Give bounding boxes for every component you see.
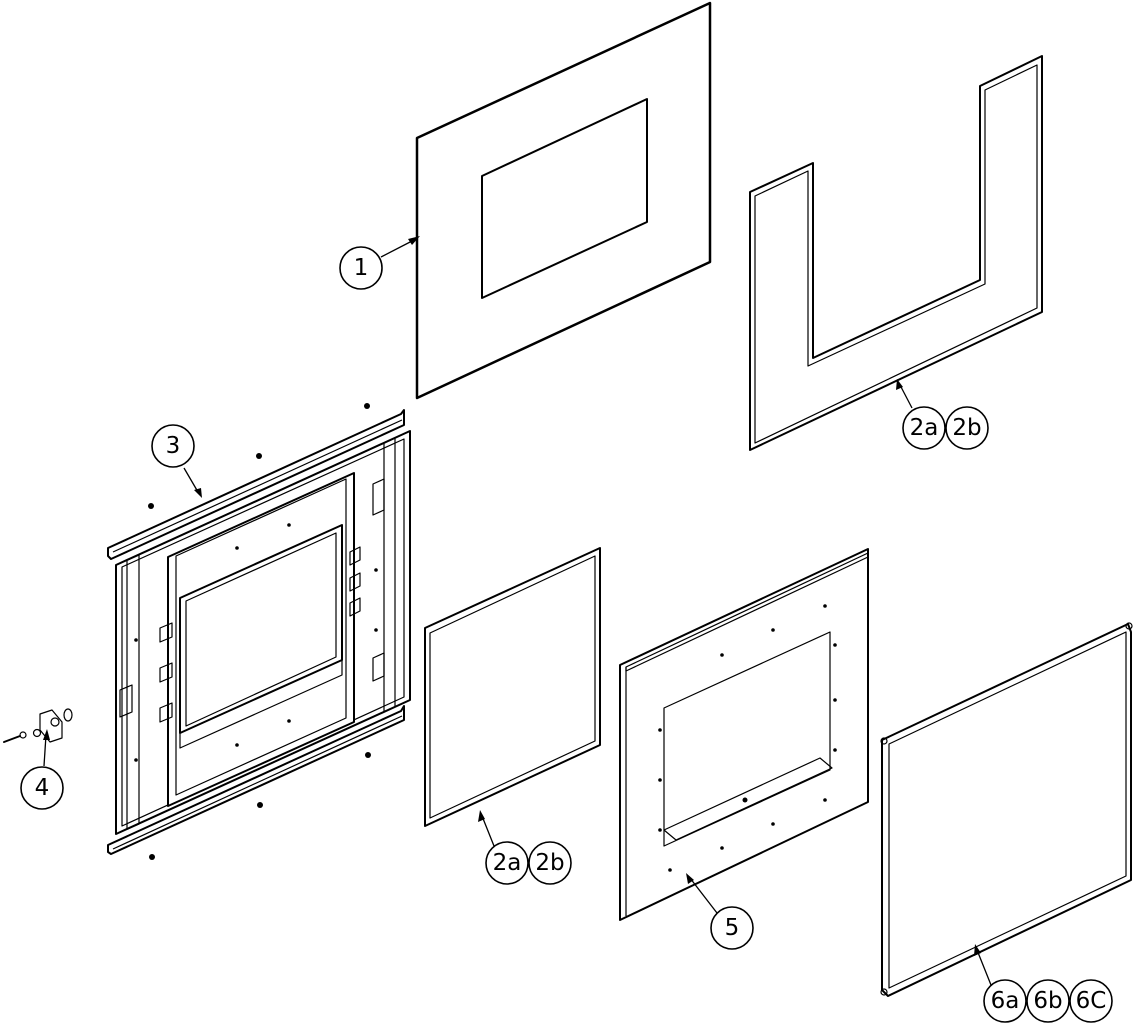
leader-lines — [43, 236, 992, 986]
part-5-plate — [619, 548, 869, 921]
callout-2b-top-label: 2b — [952, 415, 981, 441]
callout-1: 1 — [339, 246, 383, 290]
part-1-panel — [415, 1, 712, 400]
callout-4: 4 — [20, 766, 64, 810]
part-4-hardware — [3, 708, 73, 743]
callout-6c: 6C — [1069, 979, 1113, 1023]
part-3-frame — [107, 403, 411, 860]
callout-2b-top: 2b — [945, 406, 989, 450]
callout-5-label: 5 — [725, 915, 740, 941]
callout-6c-label: 6C — [1076, 988, 1107, 1014]
callout-3: 3 — [151, 424, 195, 468]
callout-6b: 6b — [1026, 979, 1070, 1023]
part-6-glass — [880, 622, 1133, 997]
callout-6a-label: 6a — [991, 988, 1020, 1014]
callout-2b-mid: 2b — [528, 841, 572, 885]
callout-2a-mid: 2a — [485, 841, 529, 885]
callout-6a: 6a — [983, 979, 1027, 1023]
callout-3-label: 3 — [166, 433, 181, 459]
callout-2a-top-label: 2a — [910, 415, 939, 441]
part-2-top-gasket — [749, 55, 1043, 451]
callout-5: 5 — [710, 906, 754, 950]
callout-4-label: 4 — [35, 775, 50, 801]
callout-2b-mid-label: 2b — [535, 850, 564, 876]
callout-1-label: 1 — [354, 255, 369, 281]
callout-6b-label: 6b — [1033, 988, 1062, 1014]
callout-2a-mid-label: 2a — [493, 850, 522, 876]
part-2-mid-gasket — [424, 547, 601, 827]
callout-2a-top: 2a — [902, 406, 946, 450]
